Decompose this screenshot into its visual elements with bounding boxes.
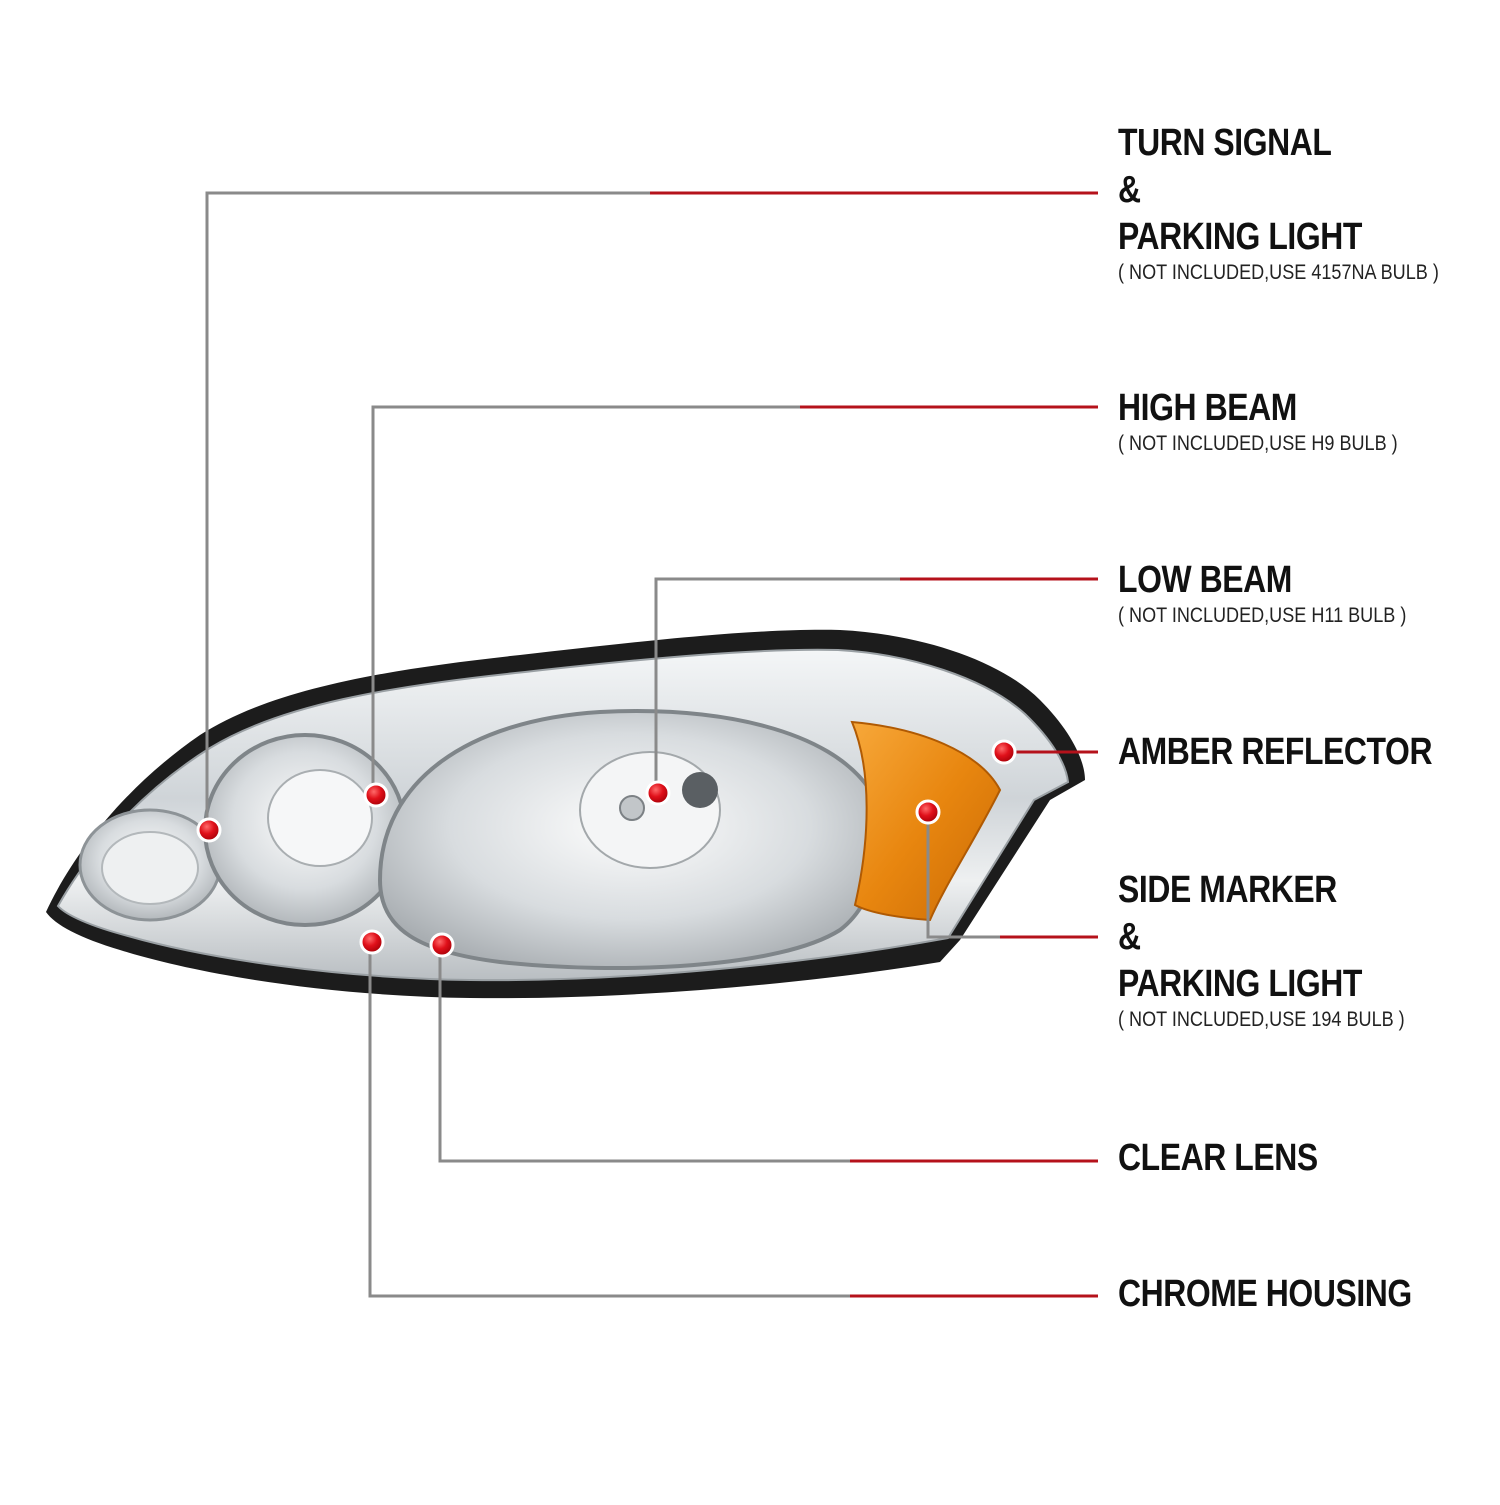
callout-chrome-housing: CHROME HOUSING [1118, 1271, 1468, 1318]
leader-chrome-housing [368, 942, 850, 1298]
callout-line: CHROME HOUSING [1118, 1273, 1412, 1315]
headlight-assembly [46, 629, 1085, 999]
callout-dots [196, 739, 1017, 958]
dot-chrome-housing [359, 929, 385, 955]
callout-high-beam: HIGH BEAM ( NOT INCLUDED,USE H9 BULB ) [1118, 385, 1443, 456]
callout-note: ( NOT INCLUDED,USE 194 BULB ) [1118, 1008, 1405, 1031]
dot-high-beam [363, 782, 389, 808]
callout-line: SIDE MARKER [1118, 869, 1337, 911]
callout-low-beam: LOW BEAM ( NOT INCLUDED,USE H11 BULB ) [1118, 557, 1453, 628]
callout-line: LOW BEAM [1118, 559, 1292, 601]
callout-line: PARKING LIGHT [1118, 216, 1362, 258]
dot-turn-signal [196, 817, 222, 843]
leader-clear-lens [438, 945, 850, 1163]
dot-low-beam [645, 780, 671, 806]
callout-line: CLEAR LENS [1118, 1137, 1318, 1179]
callout-line: AMBER REFLECTOR [1118, 731, 1433, 773]
callout-line: & [1118, 916, 1141, 958]
leader-low-beam [654, 577, 900, 793]
callout-note: ( NOT INCLUDED,USE 4157NA BULB ) [1118, 261, 1439, 284]
callout-amber-reflector: AMBER REFLECTOR [1118, 729, 1492, 776]
dot-amber-reflector [991, 739, 1017, 765]
callout-turn-signal: TURN SIGNAL & PARKING LIGHT ( NOT INCLUD… [1118, 120, 1491, 285]
callout-note: ( NOT INCLUDED,USE H11 BULB ) [1118, 604, 1407, 627]
leader-high-beam [371, 405, 800, 795]
callout-side-marker: SIDE MARKER & PARKING LIGHT ( NOT INCLUD… [1118, 867, 1451, 1032]
callout-clear-lens: CLEAR LENS [1118, 1135, 1356, 1182]
callout-line: HIGH BEAM [1118, 387, 1297, 429]
dot-clear-lens [429, 932, 455, 958]
callout-line: & [1118, 169, 1141, 211]
callout-line: PARKING LIGHT [1118, 963, 1362, 1005]
callout-line: TURN SIGNAL [1118, 122, 1332, 164]
callout-note: ( NOT INCLUDED,USE H9 BULB ) [1118, 432, 1398, 455]
leader-lines [205, 191, 1098, 1298]
dot-side-marker [915, 799, 941, 825]
leader-side-marker [926, 812, 1000, 939]
leader-turn-signal [205, 191, 650, 830]
